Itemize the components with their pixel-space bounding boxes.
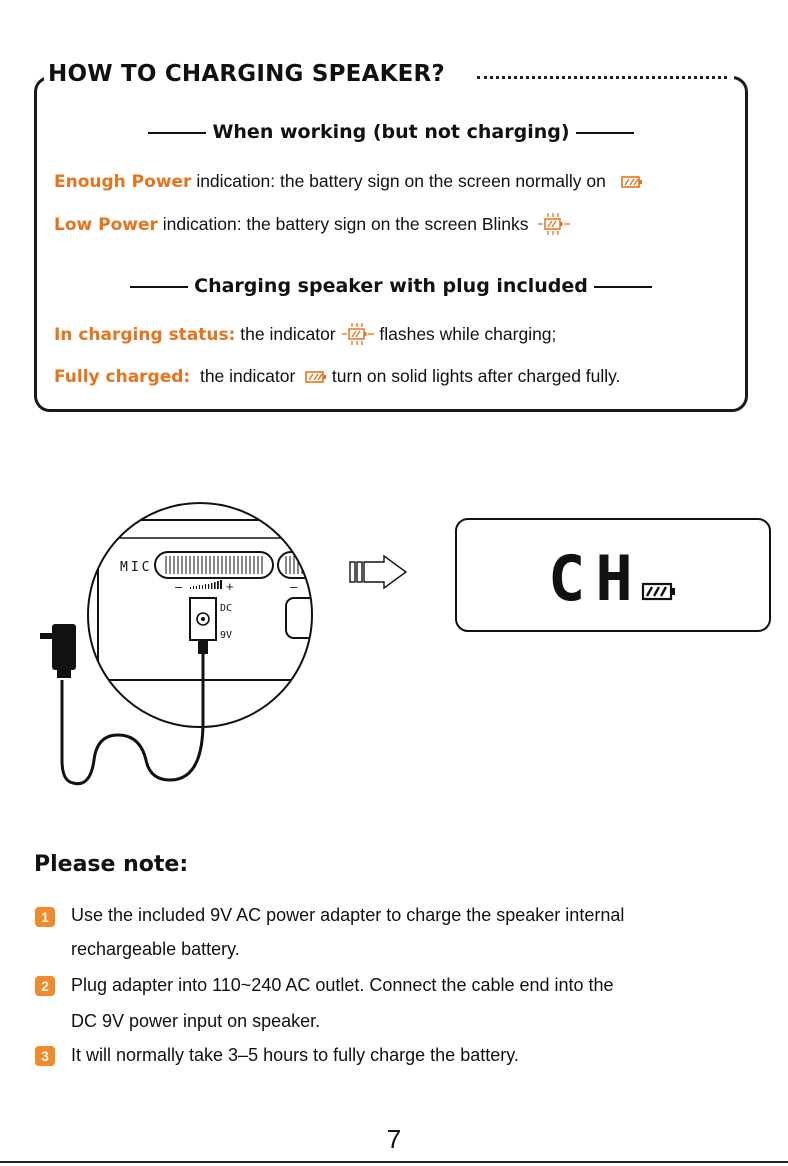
- line-enough-power: Enough Power indication: the battery sig…: [54, 171, 643, 192]
- jack-label-dc: DC: [220, 603, 232, 614]
- note-2-line-1: Plug adapter into 110~240 AC outlet. Con…: [71, 975, 614, 995]
- line-fully-charged: Fully charged: the indicator turn on sol…: [54, 366, 620, 387]
- fully-charged-text-after: turn on solid lights after charged fully…: [327, 366, 621, 386]
- note-badge-2: 2: [35, 976, 55, 996]
- mic-knob-ridges: [165, 556, 263, 574]
- svg-text:–: –: [290, 579, 298, 594]
- section-title-charging: Charging speaker with plug included: [34, 275, 748, 297]
- bottom-rule: [0, 1161, 788, 1163]
- battery-icon: [620, 176, 642, 188]
- notes-title: Please note:: [34, 852, 189, 877]
- enough-power-label: Enough Power: [54, 172, 192, 192]
- low-power-label: Low Power: [54, 215, 158, 235]
- note-2-line-2: DC 9V power input on speaker.: [71, 1011, 321, 1031]
- enough-power-text: indication: the battery sign on the scre…: [191, 171, 606, 191]
- lcd-battery-icon: [641, 582, 675, 601]
- low-power-text: indication: the battery sign on the scre…: [157, 214, 529, 234]
- lcd-text: CH: [548, 542, 643, 615]
- note-badge-1: 1: [35, 907, 55, 927]
- battery-blink-icon: [538, 213, 571, 235]
- note-3-line-1: It will normally take 3–5 hours to fully…: [71, 1045, 519, 1065]
- power-adapter-icon: [40, 624, 76, 678]
- charging-status-text-before: the indicator: [235, 324, 341, 344]
- arrow-right-icon: [349, 554, 408, 590]
- dotted-leader: [477, 76, 727, 79]
- line-charging-status: In charging status: the indicator flashe…: [54, 322, 556, 346]
- section-title-working: When working (but not charging): [34, 121, 748, 143]
- fully-charged-label: Fully charged:: [54, 367, 191, 387]
- battery-icon: [305, 371, 327, 383]
- lcd-screen: CH: [455, 518, 771, 632]
- battery-blink-icon: [341, 323, 374, 345]
- volume-minus-label: –: [175, 579, 183, 594]
- mic-label: MIC: [120, 560, 152, 575]
- page-number: 7: [386, 1124, 402, 1154]
- note-1-line-2: rechargeable battery.: [71, 939, 240, 959]
- dc-jack: [189, 597, 217, 641]
- note-1-line-1: Use the included 9V AC power adapter to …: [71, 905, 625, 925]
- jack-label-9v: 9V: [220, 630, 232, 641]
- charging-illustration: MIC – + – DC 9V: [40, 502, 771, 786]
- volume-plus-label: +: [226, 579, 234, 594]
- volume-scale: [190, 580, 222, 589]
- line-low-power: Low Power indication: the battery sign o…: [54, 212, 571, 236]
- zoom-circle: MIC – + – DC 9V: [87, 502, 313, 728]
- charging-status-text-after: flashes while charging;: [374, 324, 557, 344]
- note-badge-3: 3: [35, 1046, 55, 1066]
- page-title: HOW TO CHARGING SPEAKER?: [48, 61, 445, 87]
- charging-status-label: In charging status:: [54, 325, 236, 345]
- fully-charged-text-before: the indicator: [190, 366, 301, 386]
- power-cable: [60, 654, 205, 786]
